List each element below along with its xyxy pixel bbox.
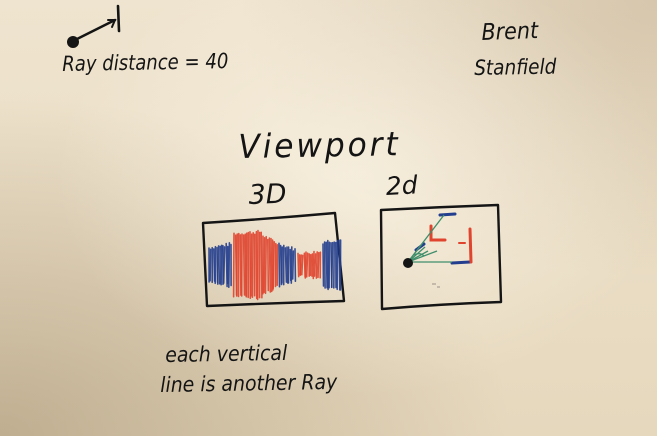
- vertical-ray-line: [245, 232, 248, 298]
- vertical-ray-line: [278, 242, 281, 288]
- wall-stop-icon: [116, 4, 121, 33]
- vertical-ray-line: [322, 243, 325, 287]
- ray-arrow-head: [107, 19, 117, 28]
- caption-line-2: line is another Ray: [160, 369, 338, 397]
- vertical-ray-line: [263, 237, 266, 293]
- vertical-ray-line: [304, 251, 307, 279]
- vertical-ray-line: [284, 247, 288, 283]
- map-wall-blue-top: [438, 212, 457, 217]
- vertical-ray-line: [325, 241, 328, 289]
- vertical-ray-line: [209, 248, 212, 282]
- viewport-3d-frame: [201, 211, 346, 308]
- view-2d-label: 2d: [385, 170, 419, 201]
- map-wall-red-right: [468, 227, 473, 264]
- vertical-ray-line: [270, 237, 273, 293]
- vertical-ray-line: [297, 252, 300, 278]
- eraser-smudge: [432, 283, 440, 288]
- caption-line-1: each vertical: [165, 340, 288, 367]
- vertical-ray-line: [272, 241, 275, 289]
- viewport-3d: [201, 211, 346, 308]
- viewport-title: Viewport: [238, 124, 401, 166]
- author-first-name: Brent: [481, 18, 539, 46]
- vertical-ray-line: [228, 242, 231, 288]
- player-dot-icon: [403, 258, 413, 268]
- vertical-ray-line: [268, 237, 272, 293]
- vertical-ray-line: [286, 246, 289, 284]
- vertical-ray-line: [313, 253, 317, 277]
- vertical-ray-line: [218, 245, 221, 285]
- vertical-ray-line: [290, 246, 293, 284]
- viewport-2d-frame: [379, 203, 503, 311]
- map-wall-red-l: [429, 224, 447, 242]
- viewport-2d: [379, 203, 503, 311]
- vertical-ray-line: [305, 252, 309, 278]
- vertical-ray-line: [217, 245, 220, 285]
- vertical-ray-line: [299, 254, 302, 276]
- map-wall-blue-bottom: [450, 260, 472, 265]
- vertical-ray-line: [301, 254, 304, 276]
- vertical-ray-line: [239, 234, 242, 296]
- vertical-ray-line: [260, 231, 263, 299]
- vertical-ray-line: [267, 238, 270, 292]
- vertical-ray-line: [291, 250, 295, 280]
- vertical-ray-line: [250, 233, 253, 297]
- vertical-ray-line: [315, 251, 318, 279]
- author-last-name: Stanfield: [474, 54, 557, 80]
- vertical-ray-line: [251, 232, 254, 298]
- ray-arrow-icon: [75, 18, 117, 41]
- vertical-ray-line: [312, 250, 315, 280]
- view-3d-label: 3D: [248, 178, 288, 211]
- vertical-ray-line: [330, 241, 334, 289]
- ray-sketch: [67, 4, 121, 48]
- vertical-ray-line: [235, 233, 238, 297]
- vertical-ray-lines: [208, 229, 342, 301]
- vertical-ray-line: [220, 244, 223, 286]
- vertical-ray-line: [317, 251, 320, 279]
- vertical-ray-line: [222, 246, 226, 284]
- vertical-ray-line: [242, 234, 246, 296]
- vertical-ray-line: [323, 241, 326, 289]
- ray-distance-label: Ray distance = 40: [62, 49, 229, 76]
- vertical-ray-line: [264, 235, 267, 295]
